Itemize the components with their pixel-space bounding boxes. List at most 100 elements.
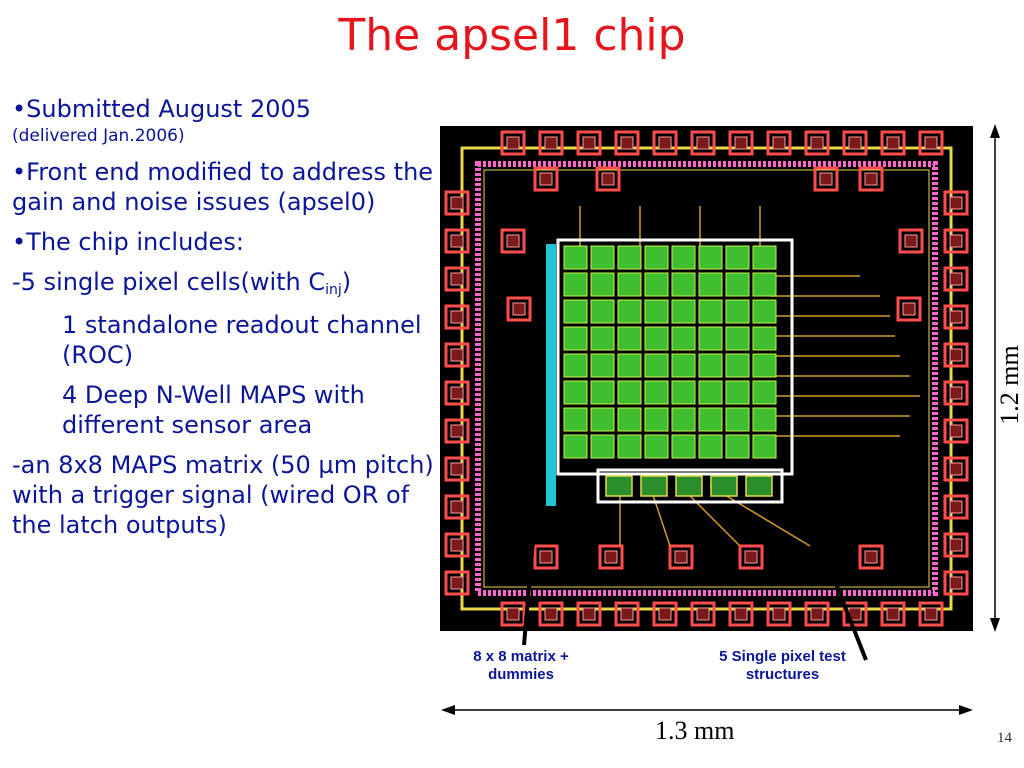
- matrix-pixel: [671, 407, 696, 432]
- pad-ring-inner: [475, 161, 938, 596]
- bond-pad: [804, 130, 830, 156]
- bond-pad-core: [772, 607, 786, 621]
- bond-pad-core: [450, 500, 464, 514]
- bond-pad-core: [924, 607, 938, 621]
- bond-pad: [444, 380, 470, 406]
- single-pixel-cell: [675, 475, 703, 497]
- bond-pad: [444, 456, 470, 482]
- bond-pad-core: [604, 550, 618, 564]
- bond-pad-core: [544, 607, 558, 621]
- bond-pad: [444, 266, 470, 292]
- bond-pad-core: [734, 607, 748, 621]
- single-pixel-cell: [710, 475, 738, 497]
- chip-layout-image: [440, 126, 973, 631]
- bond-pad-core: [506, 607, 520, 621]
- bond-pad: [728, 601, 754, 627]
- bond-pad-core: [949, 310, 963, 324]
- bond-pad: [858, 166, 884, 192]
- bullet-submitted: •Submitted August 2005: [12, 95, 312, 123]
- matrix-pixel: [671, 299, 696, 324]
- single-pixel-cell: [640, 475, 668, 497]
- height-arrow-bottom: [990, 618, 1000, 632]
- bond-pad: [842, 601, 868, 627]
- bond-pad: [943, 570, 969, 596]
- bond-pad: [858, 544, 884, 570]
- matrix-pixel: [644, 245, 669, 270]
- bond-pad: [766, 130, 792, 156]
- bond-pad-core: [810, 136, 824, 150]
- bullet-single-pixel-close: ): [341, 268, 352, 297]
- bond-pad: [943, 190, 969, 216]
- bond-pad-core: [949, 348, 963, 362]
- matrix-pixel: [590, 353, 615, 378]
- bond-pad-core: [886, 136, 900, 150]
- matrix-pixel: [644, 299, 669, 324]
- matrix-pixel: [698, 407, 723, 432]
- bullet-front-end: •Front end modified to address the gain …: [12, 158, 434, 217]
- core-boundary: [483, 169, 930, 588]
- bond-pad-core: [734, 136, 748, 150]
- bond-pad: [766, 601, 792, 627]
- matrix-pixel: [644, 326, 669, 351]
- bond-pad: [506, 296, 532, 322]
- bond-pad-core: [696, 136, 710, 150]
- bond-pad: [444, 190, 470, 216]
- matrix-pixel: [563, 299, 588, 324]
- bond-pad: [880, 130, 906, 156]
- bond-pad: [652, 601, 678, 627]
- bullet-delivered: (delivered Jan.2006): [12, 126, 185, 146]
- bond-pad: [500, 130, 526, 156]
- matrix-pixel: [752, 245, 777, 270]
- width-dimension-label: 1.3 mm: [655, 716, 735, 745]
- bond-pad-core: [601, 172, 615, 186]
- matrix-pixel: [617, 299, 642, 324]
- bond-pad: [444, 494, 470, 520]
- matrix-pixel: [698, 434, 723, 459]
- bond-pad: [813, 166, 839, 192]
- matrix-pixel: [590, 380, 615, 405]
- bullet-single-pixel-text: -5 single pixel cells(with C: [12, 268, 326, 297]
- matrix-pixel: [617, 245, 642, 270]
- bond-pad-core: [539, 172, 553, 186]
- bond-pad-core: [658, 136, 672, 150]
- bond-pad-core: [450, 234, 464, 248]
- bond-pad-core: [450, 462, 464, 476]
- bond-pad: [943, 342, 969, 368]
- matrix-pixel: [563, 407, 588, 432]
- matrix-pixel: [671, 245, 696, 270]
- matrix-pixel: [752, 299, 777, 324]
- bond-pad-core: [658, 607, 672, 621]
- caption-matrix: 8 x 8 matrix + dummies: [473, 648, 569, 683]
- page-number: 14: [997, 730, 1012, 746]
- bond-pad-core: [949, 386, 963, 400]
- bond-pad-core: [949, 576, 963, 590]
- single-pixel-cell: [745, 475, 773, 497]
- height-arrow-top: [990, 124, 1000, 138]
- bond-pad-core: [450, 538, 464, 552]
- matrix-pixel: [698, 326, 723, 351]
- matrix-highlight-box: [556, 238, 794, 476]
- bond-pad-core: [904, 234, 918, 248]
- matrix-pixel: [725, 299, 750, 324]
- chip-layout-graphic: [444, 130, 969, 627]
- bond-pad: [444, 570, 470, 596]
- matrix-pixel: [671, 380, 696, 405]
- matrix-pixel: [725, 326, 750, 351]
- matrix-pixel: [725, 407, 750, 432]
- single-pixel-cell: [605, 475, 633, 497]
- matrix-pixel: [671, 353, 696, 378]
- bullet-roc: 1 standalone readout channel (ROC): [62, 310, 422, 369]
- matrix-pixel: [590, 407, 615, 432]
- matrix-pixel: [752, 407, 777, 432]
- bullet-matrix: -an 8x8 MAPS matrix (50 µm pitch) with a…: [12, 450, 434, 539]
- bond-pad: [943, 418, 969, 444]
- bond-pad-core: [949, 234, 963, 248]
- matrix-pixel: [563, 434, 588, 459]
- matrix-pixel: [617, 407, 642, 432]
- bond-pad: [943, 266, 969, 292]
- matrix-pixel: [644, 434, 669, 459]
- bond-pad: [538, 130, 564, 156]
- bond-pad: [533, 166, 559, 192]
- bond-pad: [595, 166, 621, 192]
- single-pixel-highlight-box: [596, 468, 784, 504]
